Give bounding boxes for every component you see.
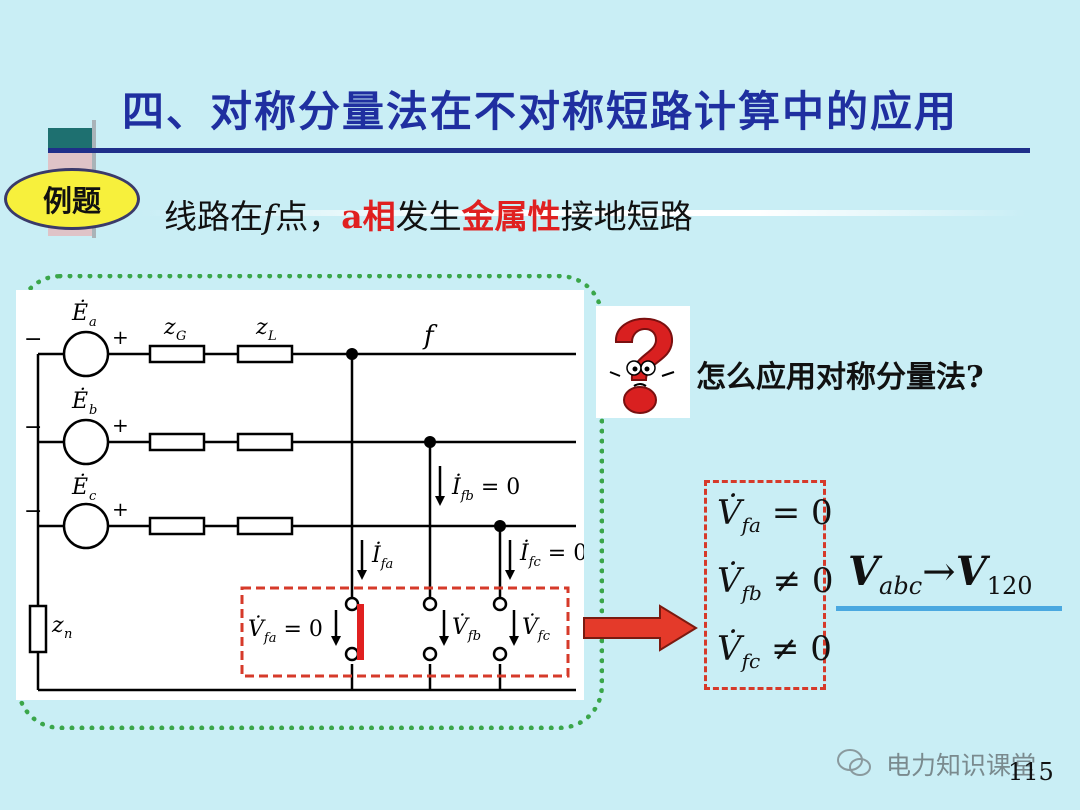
problem-underline xyxy=(140,210,1025,216)
problem-statement: 线路在f点，a相发生金属性接地短路 xyxy=(164,190,693,238)
problem-text: 发生 xyxy=(395,197,462,236)
ifa-label: İfa xyxy=(371,541,393,572)
slide-title: 四、对称分量法在不对称短路计算中的应用 xyxy=(121,87,958,136)
vfa-label: V̇fa = 0 xyxy=(248,616,323,646)
condition-fc: V̇fc ≠ 0 xyxy=(717,629,832,673)
transform-formula: Vabc→V120 xyxy=(848,548,1033,600)
problem-text: 线路在 xyxy=(164,197,263,236)
ifc-label: İfc = 0 xyxy=(519,539,584,570)
source-a-label: Ė xyxy=(71,299,88,326)
fault-point-label: f xyxy=(263,197,276,236)
wechat-icon xyxy=(837,749,871,776)
source-c-sub: c xyxy=(89,489,97,504)
fault-type-label: 金属性 xyxy=(461,197,561,236)
example-badge: 例题 xyxy=(4,168,140,230)
phase-label: a相 xyxy=(341,197,396,236)
source-a-sub: a xyxy=(89,315,97,330)
zl-label: z xyxy=(255,315,268,340)
plus-sign: + xyxy=(112,325,129,349)
condition-fa: V̇fa = 0 xyxy=(717,493,833,537)
zl-sub: L xyxy=(267,329,277,344)
question-mascot xyxy=(596,306,690,418)
source-c-label: Ė xyxy=(71,473,88,500)
minus-sign: − xyxy=(24,327,42,352)
boundary-conditions: V̇fa = 0 V̇fb ≠ 0 V̇fc ≠ 0 xyxy=(704,480,834,690)
zg-sub: G xyxy=(176,329,186,344)
plus-sign: + xyxy=(112,497,129,521)
plus-sign: + xyxy=(112,413,129,437)
problem-text: 点， xyxy=(275,197,342,236)
minus-sign: − xyxy=(24,499,42,524)
question-text: 怎么应用对称分量法? xyxy=(696,360,984,395)
vfb-label: V̇fb xyxy=(452,614,481,644)
right-arrow-icon xyxy=(583,604,698,652)
condition-fb: V̇fb ≠ 0 xyxy=(717,561,834,605)
fault-bar xyxy=(357,604,364,660)
zg-label: z xyxy=(163,315,176,340)
title-underline xyxy=(48,148,1030,153)
zn-sub: n xyxy=(64,627,72,642)
vfc-label: V̇fc xyxy=(522,614,551,644)
question-mark-icon xyxy=(609,317,675,414)
decor-block-teal xyxy=(48,128,92,150)
problem-text: 接地短路 xyxy=(560,197,693,236)
watermark-text: 电力知识课堂 xyxy=(886,751,1037,780)
zn-label: z xyxy=(51,613,64,638)
source-b-sub: b xyxy=(89,403,97,418)
source-b-label: Ė xyxy=(71,387,88,414)
minus-sign: − xyxy=(24,415,42,440)
page-number: 115 xyxy=(1008,758,1054,786)
circuit-diagram: − + − + − + Ė a Ė b Ė c z G z L z n f İf… xyxy=(16,290,584,700)
ifb-label: İfb = 0 xyxy=(451,473,520,504)
formula-underline xyxy=(836,606,1062,611)
